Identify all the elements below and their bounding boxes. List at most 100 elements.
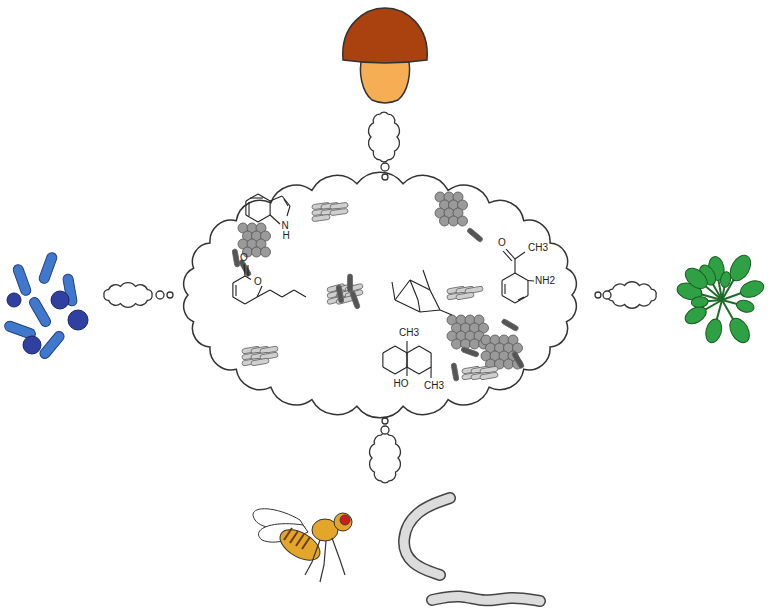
atom-label: O bbox=[498, 238, 506, 248]
abdomen-stripe bbox=[290, 531, 298, 543]
bond bbox=[257, 290, 270, 297]
bond bbox=[270, 196, 282, 201]
worm-outline bbox=[432, 596, 540, 601]
worm bbox=[404, 498, 450, 575]
bond bbox=[431, 353, 432, 367]
thought-bubble bbox=[104, 283, 173, 308]
leaf bbox=[719, 271, 731, 288]
rod-cell bbox=[336, 285, 344, 304]
eye bbox=[340, 515, 350, 525]
worm bbox=[432, 596, 540, 601]
bond bbox=[502, 273, 515, 281]
rod-bacterium bbox=[38, 251, 58, 284]
bond bbox=[407, 346, 419, 353]
bond bbox=[410, 280, 418, 300]
fruit-fly bbox=[253, 509, 352, 582]
bond bbox=[514, 259, 515, 273]
bond bbox=[248, 202, 249, 216]
bubble-dot bbox=[167, 292, 173, 298]
bond bbox=[258, 215, 270, 222]
art-group bbox=[3, 8, 766, 601]
coccus-bacterium bbox=[51, 291, 69, 309]
atom-label: NH2 bbox=[535, 276, 555, 286]
bond bbox=[501, 281, 502, 296]
bond bbox=[245, 201, 246, 215]
bond bbox=[270, 215, 280, 224]
bubble-cloud bbox=[369, 112, 400, 162]
bubble-dot bbox=[603, 291, 611, 299]
bond bbox=[407, 353, 408, 367]
atom-label: O bbox=[254, 277, 262, 287]
coccus-bacterium bbox=[23, 336, 41, 354]
atom-label: CH3 bbox=[424, 381, 444, 391]
thought-cloud bbox=[184, 172, 577, 418]
bond bbox=[282, 196, 290, 206]
bond bbox=[515, 273, 528, 281]
abdomen-stripe bbox=[302, 537, 310, 549]
coccus-cell bbox=[504, 359, 514, 369]
leaf bbox=[703, 317, 724, 344]
head bbox=[334, 513, 352, 531]
rod-cell bbox=[501, 318, 519, 331]
bond bbox=[395, 280, 410, 300]
leaf bbox=[691, 296, 709, 308]
coccus-cell bbox=[452, 339, 462, 349]
coccus-cell bbox=[252, 247, 262, 257]
rod-cell bbox=[232, 249, 240, 268]
bubble-dot bbox=[595, 292, 601, 298]
leg bbox=[332, 538, 345, 575]
bond bbox=[245, 276, 251, 280]
bond bbox=[270, 290, 282, 297]
leaf bbox=[738, 278, 766, 300]
bubble-dot bbox=[381, 163, 389, 171]
coccus-cell bbox=[458, 216, 468, 226]
rod-cell bbox=[330, 208, 349, 215]
bond bbox=[406, 353, 407, 367]
bond bbox=[246, 215, 258, 222]
bond bbox=[407, 367, 419, 374]
coccus-cell bbox=[470, 339, 480, 349]
bond bbox=[382, 353, 383, 367]
atom-label: H bbox=[282, 231, 289, 241]
petiole bbox=[707, 300, 722, 301]
bond bbox=[282, 290, 294, 297]
coccus-cell bbox=[449, 216, 459, 226]
bond bbox=[233, 297, 245, 304]
atom-label: N bbox=[281, 221, 288, 231]
bond bbox=[502, 296, 515, 304]
rod-cell bbox=[251, 358, 270, 366]
leaf bbox=[726, 315, 754, 346]
bond bbox=[528, 280, 534, 282]
thought-bubble bbox=[370, 418, 401, 483]
bond bbox=[395, 300, 420, 312]
rod-cell bbox=[348, 274, 353, 292]
bond bbox=[244, 264, 245, 276]
bond bbox=[430, 290, 440, 310]
bond bbox=[420, 310, 440, 312]
coccus-bacterium bbox=[7, 293, 21, 307]
rod-cell bbox=[461, 347, 480, 358]
mushroom-cap bbox=[343, 8, 427, 63]
bubble-dot bbox=[381, 426, 389, 434]
rod-bacterium bbox=[38, 330, 66, 361]
bond bbox=[247, 265, 248, 276]
petiole bbox=[722, 300, 734, 321]
worm-outline bbox=[404, 498, 450, 575]
petiole bbox=[712, 283, 722, 300]
bond bbox=[245, 297, 257, 304]
bond bbox=[250, 197, 263, 198]
atom-label: O bbox=[240, 253, 248, 263]
bond bbox=[395, 367, 407, 374]
bubble-dot bbox=[382, 174, 388, 180]
bond bbox=[503, 251, 512, 261]
leg bbox=[305, 540, 320, 575]
bond bbox=[270, 201, 271, 215]
petiole bbox=[704, 285, 722, 300]
bond bbox=[430, 367, 431, 378]
leaf bbox=[682, 264, 712, 292]
bacteria bbox=[3, 251, 88, 360]
bond bbox=[233, 276, 245, 283]
molecules bbox=[233, 194, 534, 378]
microbe-cells bbox=[232, 192, 525, 381]
bond bbox=[440, 310, 452, 315]
